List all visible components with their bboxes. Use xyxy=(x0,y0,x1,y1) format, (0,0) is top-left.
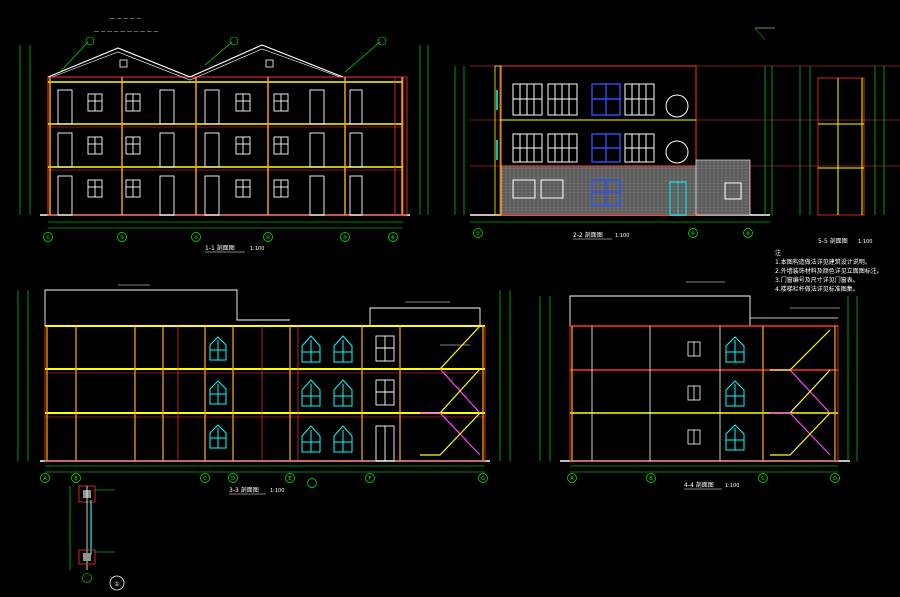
axis-label: D xyxy=(833,476,837,482)
axis-label: D xyxy=(231,476,235,482)
axis-label: ① xyxy=(46,235,51,241)
axis-label: ④ xyxy=(691,231,696,237)
view-title: 3-3 剖面图 xyxy=(229,486,259,494)
axis-label: ④ xyxy=(266,235,271,241)
view-scale: 1:100 xyxy=(858,239,872,245)
axis-label: A xyxy=(570,476,574,482)
axis-label: G xyxy=(481,476,485,482)
axis-label: ① xyxy=(476,231,481,237)
note-line: 3.门窗编号及尺寸详见门窗表。 xyxy=(775,276,859,284)
stair-section xyxy=(420,325,481,456)
axis-label: F xyxy=(369,476,372,482)
note-line: 4.楼梯栏杆做法详见标准图集。 xyxy=(775,285,859,293)
axis-label: B xyxy=(74,476,78,482)
view-scale: 1:100 xyxy=(270,488,284,494)
view-2-2-elevation: ① ④ ⑥ 2-2 剖面图 1:100 xyxy=(454,27,900,240)
view1-axis-bubbles xyxy=(43,232,398,242)
view-3-3-section: A B C D E F G 3-3 剖面图 1:100 xyxy=(17,284,511,495)
view-1-1-elevation: — — — — — — — — — — — — — — — ① ② ③ ④ ⑤ … xyxy=(19,16,429,253)
view-scale: 1:100 xyxy=(250,246,264,252)
arched-windows xyxy=(209,335,353,453)
axis-label: ③ xyxy=(194,235,198,241)
wall-detail-1: ① xyxy=(69,485,125,591)
axis-label: B xyxy=(649,476,653,482)
note-line: 2.外墙装饰材料及颜色详见立面图标注。 xyxy=(775,267,883,275)
view-title: 2-2 剖面图 xyxy=(573,231,603,239)
axis-label: C xyxy=(203,476,207,482)
axis-label: ⑥ xyxy=(746,231,751,237)
axis-label: A xyxy=(43,476,47,482)
view-4-4-section: A B C D 4-4 剖面图 1:100 xyxy=(539,281,858,490)
axis-label: ⑤ xyxy=(343,235,347,241)
general-notes: 注 1.本图构造做法详见建筑设计说明。 2.外墙装饰材料及颜色详见立面图标注。 … xyxy=(775,249,883,293)
view-scale: 1:100 xyxy=(725,483,739,489)
view-title: 1-1 剖面图 xyxy=(205,244,235,252)
view-5-5-section: 5-5 剖面图 1:100 xyxy=(799,66,885,245)
note-line: 1.本图构造做法详见建筑设计说明。 xyxy=(775,258,871,266)
view-title: 5-5 剖面图 xyxy=(818,237,848,245)
axis-label: E xyxy=(288,476,291,482)
axis-label: C xyxy=(761,476,765,482)
svg-text:— — — — —: — — — — — xyxy=(110,16,141,22)
axis-label: ② xyxy=(120,235,125,241)
svg-text:— — — — — — — — — —: — — — — — — — — — — xyxy=(94,29,158,35)
note-heading: 注 xyxy=(775,249,781,257)
view-title: 4-4 剖面图 xyxy=(684,481,714,489)
axis-label: ⑥ xyxy=(391,235,396,241)
view-scale: 1:100 xyxy=(615,233,629,239)
detail-index: ① xyxy=(114,581,119,588)
